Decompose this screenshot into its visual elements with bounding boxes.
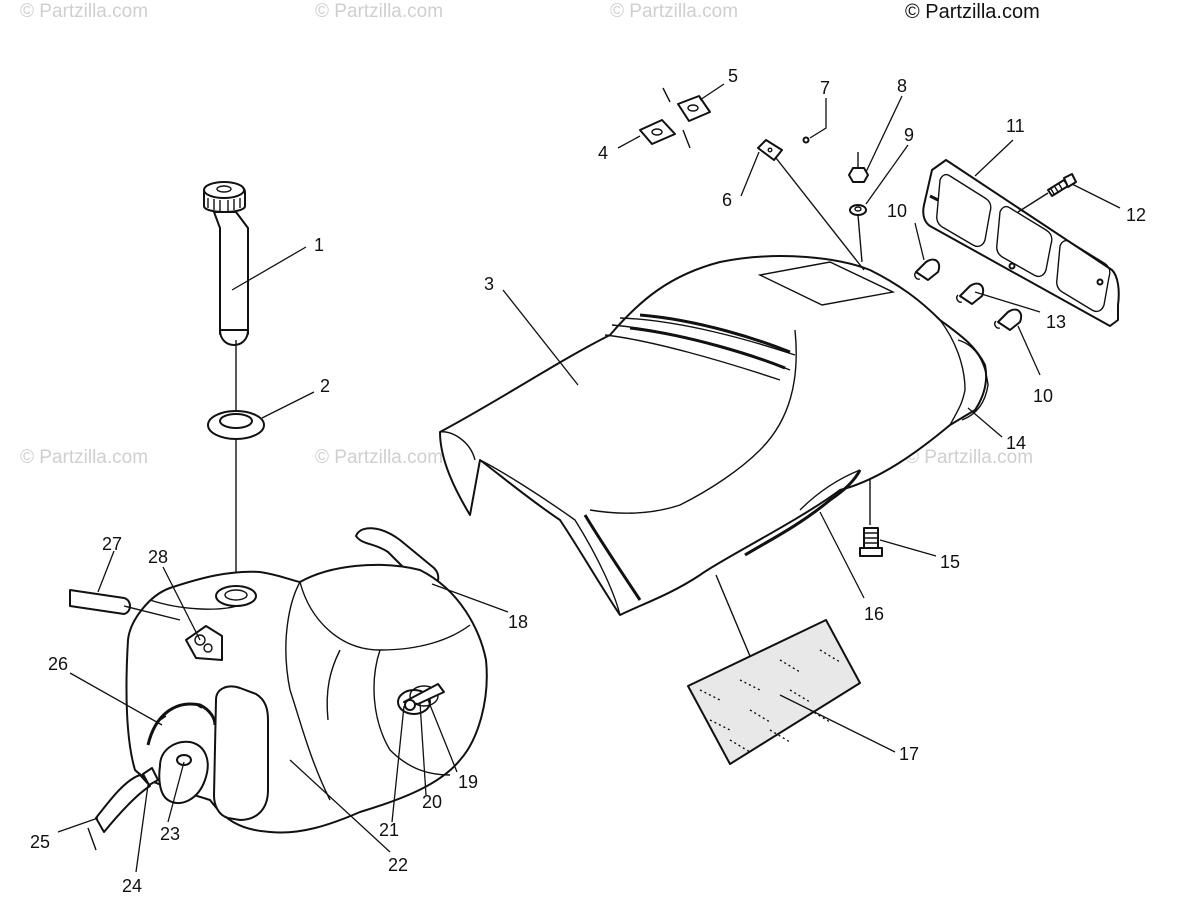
clip-parts: [639, 87, 711, 149]
callout-label: 19: [458, 772, 478, 792]
callout-label: 11: [1006, 116, 1025, 136]
callout-label: 18: [508, 612, 528, 632]
watermark: © Partzilla.com: [315, 447, 444, 468]
callout-label: 16: [864, 604, 884, 624]
nut-washer-parts: [848, 152, 869, 263]
callout-label: 15: [940, 552, 960, 572]
callout-label: 7: [820, 78, 830, 98]
callout-label: 28: [148, 547, 168, 567]
bulb-parts: [914, 258, 1023, 331]
callout-label: 23: [160, 824, 180, 844]
callout-label: 8: [897, 76, 907, 96]
plate-part: [757, 139, 865, 271]
callout-label: 21: [379, 820, 399, 840]
callout-label: 5: [728, 66, 738, 86]
callout-label: 6: [722, 190, 732, 210]
callout-label: 2: [320, 376, 330, 396]
watermark: © Partzilla.com: [610, 1, 739, 22]
grommet-part: [207, 410, 265, 440]
callout-label: 27: [102, 534, 122, 554]
callout-label: 25: [30, 832, 50, 852]
rivet-part: [802, 136, 810, 144]
filler-neck-part: [203, 181, 249, 585]
bottom-screw-part: [859, 527, 883, 557]
leader-lines: [57, 83, 1121, 873]
callout-label: 12: [1126, 205, 1146, 225]
vent-hose-part: [69, 589, 181, 621]
callout-label: 10: [887, 201, 907, 221]
watermark: © Partzilla.com: [315, 1, 444, 22]
fuel-tank-part: [87, 563, 488, 851]
callout-label: 4: [598, 143, 608, 163]
callout-label: 13: [1046, 312, 1066, 332]
callout-label: 10: [1033, 386, 1053, 406]
callout-label: 22: [388, 855, 408, 875]
tail-lens-part: [922, 159, 1120, 327]
callout-label: 14: [1006, 433, 1026, 453]
callout-label: 26: [48, 654, 68, 674]
callout-label: 3: [484, 274, 494, 294]
callout-label: 9: [904, 125, 914, 145]
watermark: © Partzilla.com: [20, 1, 149, 22]
screw-part: [1017, 173, 1077, 213]
watermark-main: © Partzilla.com: [905, 1, 1040, 23]
callout-label: 17: [899, 744, 919, 764]
callout-label: 1: [314, 235, 324, 255]
foam-pad-part: [687, 619, 861, 765]
callout-labels: 1 2 3 4 5 6 7 8 9 10 10 11 12 13 14 15 1…: [30, 66, 1146, 896]
watermark: © Partzilla.com: [20, 447, 149, 468]
callout-label: 20: [422, 792, 442, 812]
callout-label: 24: [122, 876, 142, 896]
watermark: © Partzilla.com: [905, 447, 1034, 468]
seat-part: [439, 255, 989, 681]
